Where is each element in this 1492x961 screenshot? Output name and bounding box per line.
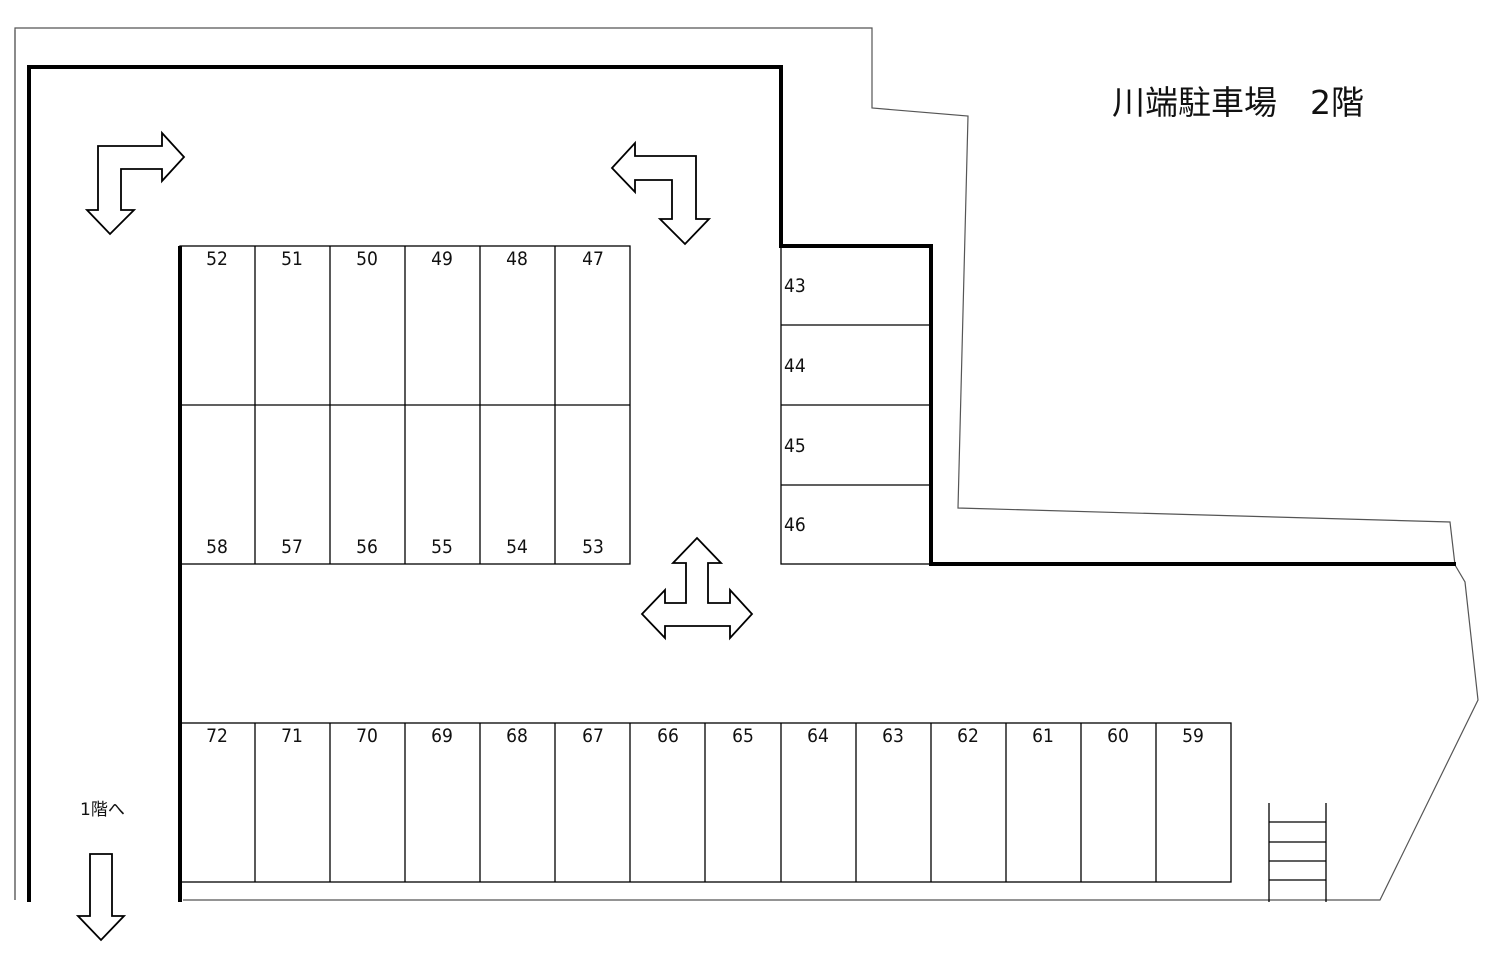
upper-parking-block	[179, 245, 631, 565]
stall-number: 48	[506, 248, 528, 270]
turn-right-down-arrow-icon	[84, 130, 186, 236]
up-left-right-arrow-icon	[640, 536, 754, 641]
stall-number: 52	[206, 248, 228, 270]
stall-number: 62	[957, 725, 979, 747]
stall-number: 59	[1182, 725, 1204, 747]
stall-number: 67	[582, 725, 604, 747]
stall-number: 69	[431, 725, 453, 747]
site-boundary-outline	[14, 27, 1479, 901]
stall-number: 45	[784, 435, 806, 457]
lower-parking-row	[179, 722, 1232, 883]
lower-row-numbers: 72 71 70 69 68 67 66 65 64 63 62 61 60 5…	[206, 725, 1204, 747]
stall-number: 46	[784, 514, 806, 536]
stall-number: 61	[1032, 725, 1054, 747]
outer-wall	[27, 65, 1456, 902]
side-column-numbers: 43 44 45 46	[784, 275, 806, 536]
stall-number: 63	[882, 725, 904, 747]
stall-number: 51	[281, 248, 303, 270]
stall-number: 53	[582, 536, 604, 558]
stall-number: 43	[784, 275, 806, 297]
stall-number: 64	[807, 725, 829, 747]
stall-number: 71	[281, 725, 303, 747]
stall-number: 65	[732, 725, 754, 747]
side-parking-column	[780, 245, 932, 565]
stall-number: 66	[657, 725, 679, 747]
down-arrow-icon	[75, 853, 127, 942]
stall-number: 68	[506, 725, 528, 747]
stall-number: 70	[356, 725, 378, 747]
stall-number: 47	[582, 248, 604, 270]
stall-number: 50	[356, 248, 378, 270]
turn-left-down-arrow-icon	[610, 140, 712, 246]
upper-bottom-row-numbers: 58 57 56 55 54 53	[206, 536, 604, 558]
stall-number: 58	[206, 536, 228, 558]
page-title: 川端駐車場 2階	[1112, 83, 1364, 122]
stall-number: 60	[1107, 725, 1129, 747]
stall-number: 54	[506, 536, 528, 558]
stall-number: 56	[356, 536, 378, 558]
exit-label: 1階へ	[80, 800, 125, 820]
stairs-icon	[1268, 803, 1327, 902]
stall-number: 55	[431, 536, 453, 558]
stall-number: 44	[784, 355, 806, 377]
stall-number: 57	[281, 536, 303, 558]
stall-number: 49	[431, 248, 453, 270]
stall-number: 72	[206, 725, 228, 747]
upper-top-row-numbers: 52 51 50 49 48 47	[206, 248, 604, 270]
